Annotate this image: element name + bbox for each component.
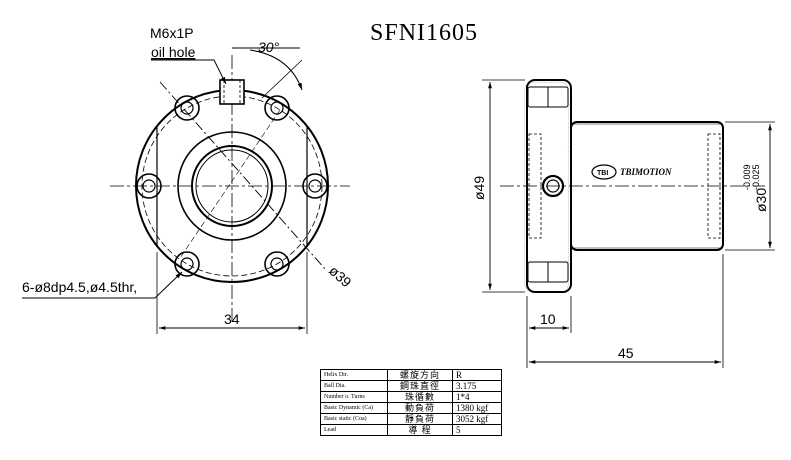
front-view: 30° M6x1P oil hole 6-ø8dp4.5,ø4.5thr, ø3… <box>22 25 355 334</box>
mounting-hole <box>174 251 200 277</box>
spec-cn-label: 導 程 <box>387 424 453 436</box>
spec-label: Ball Dia. <box>320 380 388 392</box>
mounting-hole-thru <box>142 179 156 193</box>
tbi-logo-icon <box>591 164 617 180</box>
angle-arc <box>249 49 303 91</box>
holes-leader <box>22 271 183 299</box>
side-oil-boss-inner <box>546 179 560 193</box>
spec-value: 1*4 <box>452 391 502 403</box>
pcd-diagonal <box>159 81 327 271</box>
side-hidden-track-left <box>528 133 542 239</box>
spec-label: Basic static (Coa) <box>320 413 388 425</box>
spec-cn-label: 鋼珠直徑 <box>387 380 453 392</box>
spec-cn-label: 動負荷 <box>387 402 453 414</box>
mounting-hole <box>174 95 200 121</box>
bore-thread <box>195 149 269 223</box>
mounting-hole <box>136 173 162 199</box>
mounting-hole-thru <box>308 179 322 193</box>
dim-30-tol-lower: -0.025 <box>751 164 761 190</box>
mounting-hole-thru <box>180 257 194 271</box>
oil-hole-thread-label: M6x1P <box>150 25 194 41</box>
side-hidden-track-right <box>707 133 721 239</box>
bore-outer <box>177 131 287 241</box>
oil-hole-leader <box>151 59 227 85</box>
dim-49-label: ø49 <box>471 176 487 200</box>
pcd-label: ø39 <box>326 262 355 290</box>
side-view: TBI TBIMOTION ø49 ø30 -0.009 -0.025 10 4… <box>471 79 775 368</box>
mounting-hole <box>302 173 328 199</box>
side-nut-body <box>570 121 724 251</box>
angle-leg <box>261 59 303 99</box>
mounting-hole-thru <box>270 257 284 271</box>
spec-label: Lead <box>320 424 388 436</box>
bore-inner <box>191 145 273 227</box>
spec-value: 3.175 <box>452 380 502 392</box>
side-oil-boss <box>541 174 565 198</box>
brand-name: TBIMOTION <box>620 167 672 177</box>
tbi-logo-text: TBI <box>597 170 608 177</box>
spec-cn-label: 螺旋方向 <box>387 369 453 381</box>
spec-value: 3052 kgf <box>452 413 502 425</box>
mounting-hole-thru <box>180 101 194 115</box>
tbi-logo: TBI TBIMOTION <box>591 164 672 180</box>
hole-diagonal <box>179 109 281 259</box>
holes-label: 6-ø8dp4.5,ø4.5thr, <box>22 279 137 295</box>
spec-label: Number o. Turns <box>320 391 388 403</box>
dim-34-label: 34 <box>224 311 240 327</box>
dim-30-tol-upper: -0.009 <box>742 164 752 190</box>
spec-value: R <box>452 369 502 381</box>
dim-45-label: 45 <box>618 345 634 361</box>
oil-hole-label: oil hole <box>151 44 196 60</box>
mounting-holes <box>136 95 328 277</box>
spec-cn-label: 珠循數 <box>387 391 453 403</box>
spec-cn-label: 靜負荷 <box>387 413 453 425</box>
drawing-title: SFNI1605 <box>370 20 478 46</box>
spec-label: Basic Dynamic (Ca) <box>320 402 388 414</box>
dim-10-label: 10 <box>540 311 556 327</box>
spec-value: 1380 kgf <box>452 402 502 414</box>
spec-value: 5 <box>452 424 502 436</box>
mounting-hole <box>264 95 290 121</box>
mounting-hole <box>264 251 290 277</box>
spec-label: Helix Dir. <box>320 369 388 381</box>
angle-label: 30° <box>258 39 280 55</box>
side-flange-shade <box>524 81 569 293</box>
dim-30-label: ø30 <box>753 188 769 212</box>
